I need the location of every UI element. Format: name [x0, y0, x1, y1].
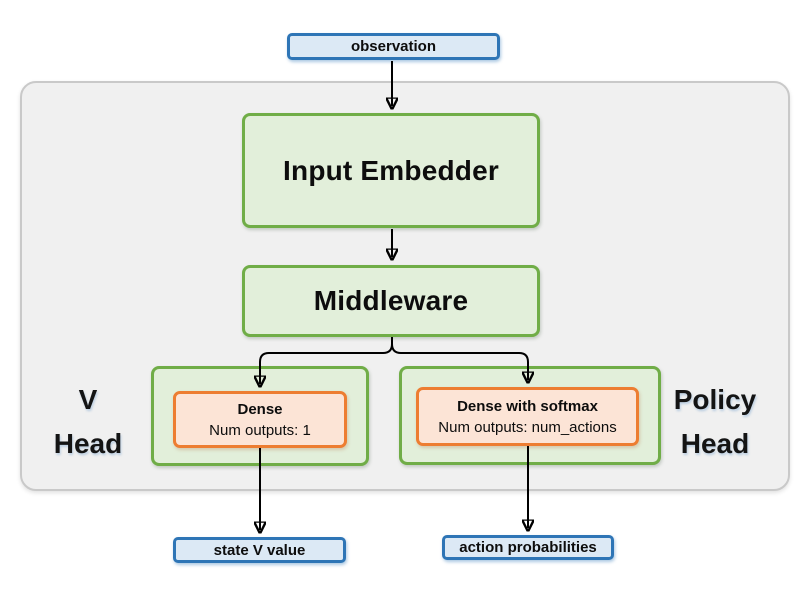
action-probabilities-node: action probabilities	[442, 535, 614, 560]
v-head-dense-node: Dense Num outputs: 1	[173, 391, 347, 448]
observation-label: observation	[350, 38, 437, 55]
observation-node: observation	[287, 33, 500, 60]
input-embedder-label: Input Embedder	[283, 154, 499, 186]
policy-head-dense-node: Dense with softmax Num outputs: num_acti…	[416, 387, 639, 446]
policy-dense-title: Dense with softmax	[457, 397, 598, 415]
v-head-label-line1: V	[78, 384, 98, 415]
policy-head-label-line1: Policy	[673, 384, 757, 415]
policy-head-label: Policy Head	[639, 378, 791, 466]
state-v-value-node: state V value	[173, 537, 346, 563]
v-head-label: V Head	[18, 378, 158, 466]
input-embedder-node: Input Embedder	[242, 113, 540, 228]
policy-head-label-line2: Head	[680, 428, 750, 459]
middleware-label: Middleware	[313, 285, 469, 316]
v-dense-detail: Num outputs: 1	[209, 421, 311, 439]
middleware-node: Middleware	[242, 265, 540, 337]
v-dense-title: Dense	[237, 400, 283, 418]
policy-dense-detail: Num outputs: num_actions	[438, 418, 617, 436]
v-head-label-line2: Head	[53, 428, 123, 459]
action-probabilities-label: action probabilities	[459, 539, 597, 556]
state-v-value-label: state V value	[213, 541, 306, 559]
